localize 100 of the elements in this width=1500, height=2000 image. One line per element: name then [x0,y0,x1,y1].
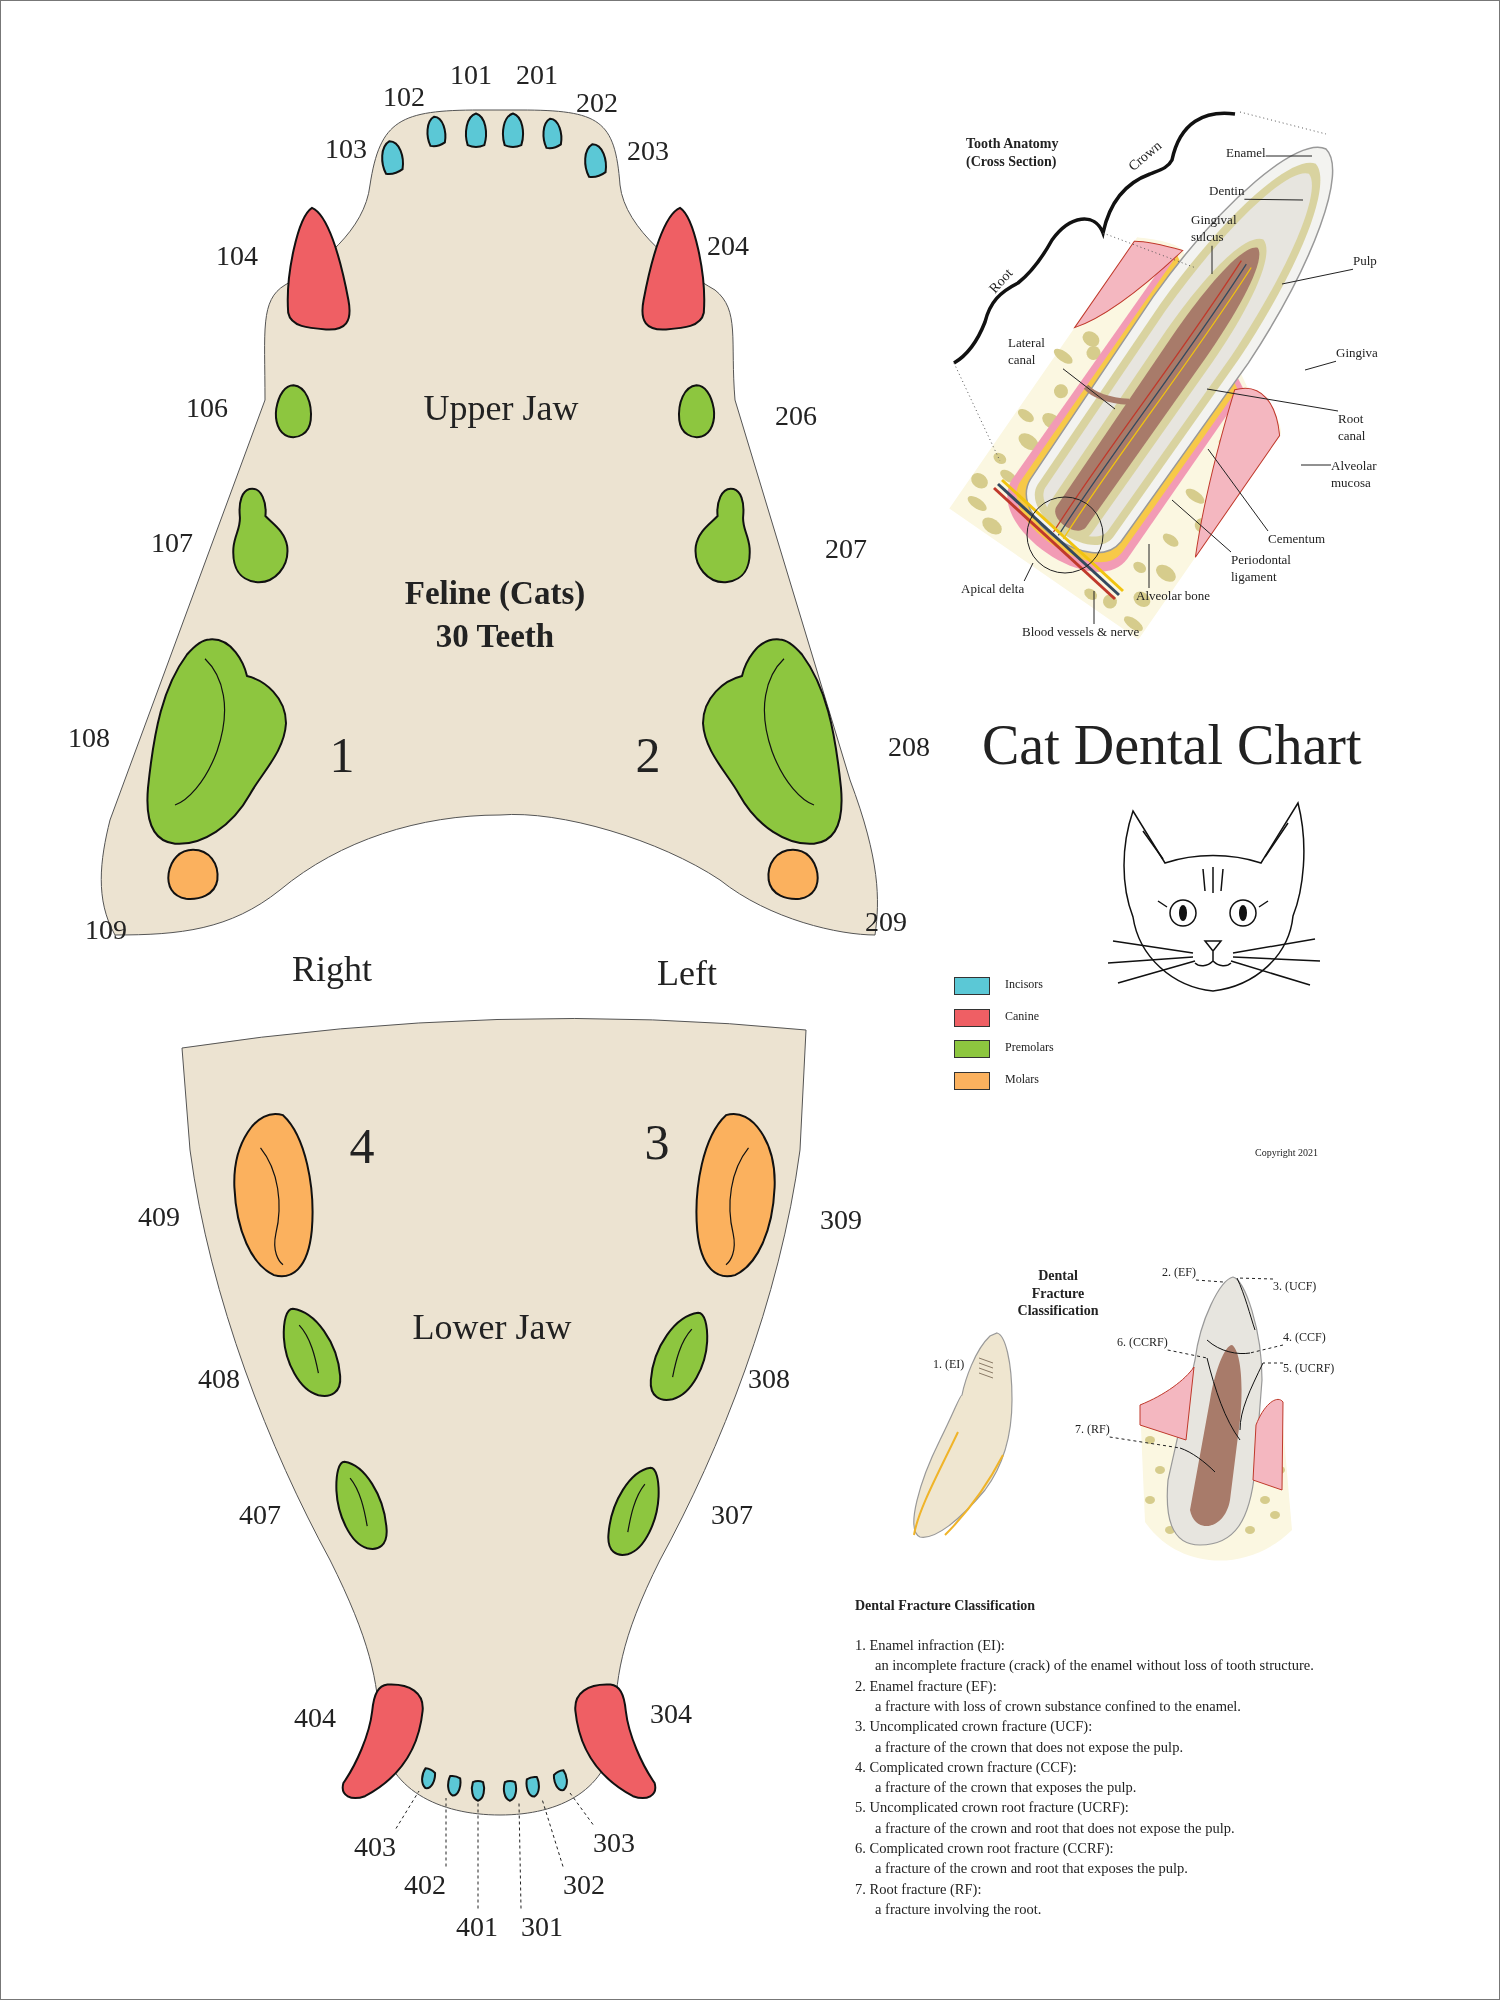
description-text: a fracture involving the root. [875,1899,1042,1918]
tooth-number: 402 [404,1866,446,1902]
part-label: Gingiva [1336,345,1378,362]
copyright-note: Copyright 2021 [1255,1147,1319,1160]
canine-tooth [638,204,708,332]
tooth-number: 202 [576,85,618,120]
incisor-tooth [445,1774,463,1798]
legend-label: Premolars [1005,1040,1054,1056]
tooth-number: 309 [820,1202,862,1237]
fracture-label: 4. (CCF) [1283,1330,1326,1345]
fracture-label: 5. (UCRF) [1283,1361,1335,1376]
quadrant-number: 3 [644,1112,670,1172]
leader-line [1249,1344,1284,1354]
tooth-number: 109 [85,912,127,947]
legend-label: Incisors [1005,977,1043,992]
chart-title: Cat Dental Chart [982,713,1362,778]
fracture-label: 6. (CCRF) [1117,1335,1168,1350]
tooth-number: 204 [707,228,749,263]
fracture-label: 3. (UCF) [1273,1279,1317,1294]
tooth-number: 207 [825,531,867,566]
leader-line [1207,448,1269,532]
leader-line [1262,1362,1284,1364]
fracture-label: 1. (EI) [933,1357,965,1372]
tooth-number: 409 [138,1199,180,1234]
tooth-number: 404 [294,1700,336,1735]
tooth-number: 308 [748,1361,790,1396]
leader-line [477,1802,479,1909]
legend-label: Canine [1005,1008,1039,1024]
chart-heading: Feline (Cats) 30 Teeth [403,574,587,656]
leader-line [1148,543,1150,589]
leader-line [1171,499,1232,553]
tooth-number: 104 [216,238,258,273]
quadrant-number: 1 [329,725,355,785]
tooth-number: 304 [650,1696,692,1731]
part-label: Alveolar bone [1136,588,1210,605]
list-item: 2. Enamel fracture (EF): [855,1676,997,1695]
part-label: Root canal [1338,411,1378,445]
leader-line [541,1798,564,1867]
leader-line [518,1802,522,1909]
tooth-number: 407 [239,1497,281,1532]
tooth-number: 102 [383,79,425,114]
canine-tooth [284,204,354,332]
jaw-label: Lower Jaw [412,1305,572,1349]
list-item: 5. Uncomplicated crown root fracture (UCRF): [855,1798,1129,1817]
list-heading: Dental Fracture Classification [855,1597,1036,1615]
leader-line [1211,245,1213,275]
tooth-number: 403 [354,1828,396,1864]
tooth-number: 408 [198,1361,240,1396]
part-label: Dentin [1209,183,1245,200]
tooth-number: 106 [186,390,228,425]
list-item: 6. Complicated crown root fracture (CCRF): [855,1839,1114,1858]
tooth-number: 103 [325,131,367,166]
description-text: a fracture with loss of crown substance confined to the enamel. [875,1696,1241,1715]
list-item: 4. Complicated crown fracture (CCF): [855,1757,1077,1776]
description-text: a fracture of the crown and root that exposes the pulp. [875,1859,1188,1878]
part-label: Apical delta [961,581,1025,598]
tooth-number: 201 [516,57,558,92]
list-item: 7. Root fracture (RF): [855,1879,982,1898]
fracture-label: 2. (EF) [1162,1265,1196,1280]
tooth-number: 307 [711,1497,753,1532]
premolar-tooth [272,382,314,440]
part-label: Lateral canal [1008,335,1063,369]
leader-line [1167,1349,1208,1359]
incisor-tooth [500,112,526,148]
description-text: an incomplete fracture (crack) of the enamel without loss of tooth structure. [875,1656,1314,1675]
incisor-tooth [524,1775,542,1799]
leader-line [1243,198,1304,201]
part-label: Gingival sulcus [1191,212,1251,246]
part-label: Periodontal ligament [1231,552,1313,586]
tooth-number: 101 [450,57,492,92]
figure-heading: Dental Fracture Classification [1017,1266,1099,1320]
description-text: a fracture of the crown that does not expose the pulp. [875,1737,1184,1756]
tooth-number: 108 [68,720,110,755]
part-label: Enamel [1226,145,1266,162]
leader-line [445,1797,447,1867]
side-label: Left [657,951,717,995]
leader-line [1062,368,1116,410]
tooth-number: 208 [888,729,930,764]
tooth-number: 303 [593,1824,635,1860]
tooth-number: 302 [563,1866,605,1902]
tooth-number: 107 [151,525,193,560]
incisor-tooth [539,115,565,151]
premolar-tooth [675,382,717,440]
jaw-label: Upper Jaw [423,386,579,430]
incisor-tooth [501,1779,519,1803]
quadrant-number: 2 [635,725,661,785]
incisor-tooth [423,113,449,149]
leader-line [1195,1279,1224,1283]
leader-line [1023,562,1034,582]
leader-line [1093,590,1095,625]
description-text: a fracture of the crown that exposes the pulp. [875,1778,1137,1797]
incisor-tooth [419,1767,437,1791]
leader-line [1304,360,1337,371]
leader-line [1265,155,1313,157]
tooth-number: 206 [775,398,817,433]
tooth-number: 203 [627,133,669,168]
list-item: 3. Uncomplicated crown fracture (UCF): [855,1717,1093,1736]
legend-label: Molars [1005,1072,1039,1088]
list-item: 1. Enamel infraction (EI): [855,1636,1005,1655]
part-label: Alveolar mucosa [1331,458,1393,492]
